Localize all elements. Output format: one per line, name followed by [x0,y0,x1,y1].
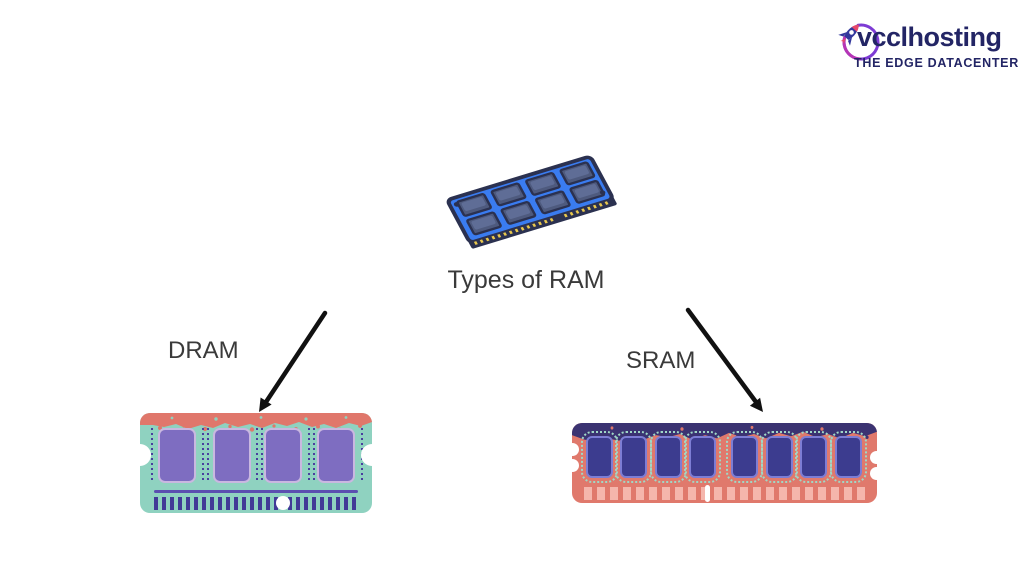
edge-pins [288,497,358,510]
side-notch [129,444,151,466]
brand-tagline: THE EDGE DATACENTER [854,56,1019,70]
solder-dots [151,428,153,483]
side-notch [870,467,883,480]
memory-chip [650,431,687,483]
trace-line [154,490,358,493]
vcclhosting-logo: vcclhosting THE EDGE DATACENTER [835,8,1020,80]
rocket-icon [838,23,880,61]
memory-chip [684,431,721,483]
ram-stick-illustration [446,155,617,249]
screw-hole-icon [599,190,606,195]
side-notch [566,443,579,456]
label-sram: SRAM [626,347,696,374]
sram-arrow [685,307,763,412]
solder-dots [256,428,258,483]
side-notch [870,451,883,464]
memory-chip [795,431,832,483]
solder-dots [313,428,315,483]
dram-arrow [259,310,328,412]
label-dram: DRAM [168,337,239,364]
edge-pins [584,487,865,500]
side-notch [361,444,383,466]
memory-chip [213,428,251,483]
brand-name: vcclhosting [857,22,1002,52]
memory-chip [726,431,763,483]
memory-chip [830,431,867,483]
ram-gold-pins [473,217,556,245]
side-notch [566,459,579,472]
sram-grunge-band [572,423,877,445]
key-notch [705,485,710,502]
diagram-title: Types of RAM [447,266,605,294]
edge-pins [154,497,278,510]
ram-gold-pins [563,200,612,218]
ram-chips [456,161,606,236]
solder-dots [202,428,204,483]
memory-chip [615,431,652,483]
solder-dots [308,428,310,483]
memory-chip [264,428,302,483]
screw-hole-icon [453,202,460,207]
solder-dots [261,428,263,483]
dram-module-illustration [129,413,383,513]
memory-chip [317,428,355,483]
memory-chip [581,431,618,483]
solder-dots [207,428,209,483]
sram-module-illustration [566,423,883,503]
key-notch [276,496,290,510]
memory-chip [158,428,196,483]
memory-chip [761,431,798,483]
